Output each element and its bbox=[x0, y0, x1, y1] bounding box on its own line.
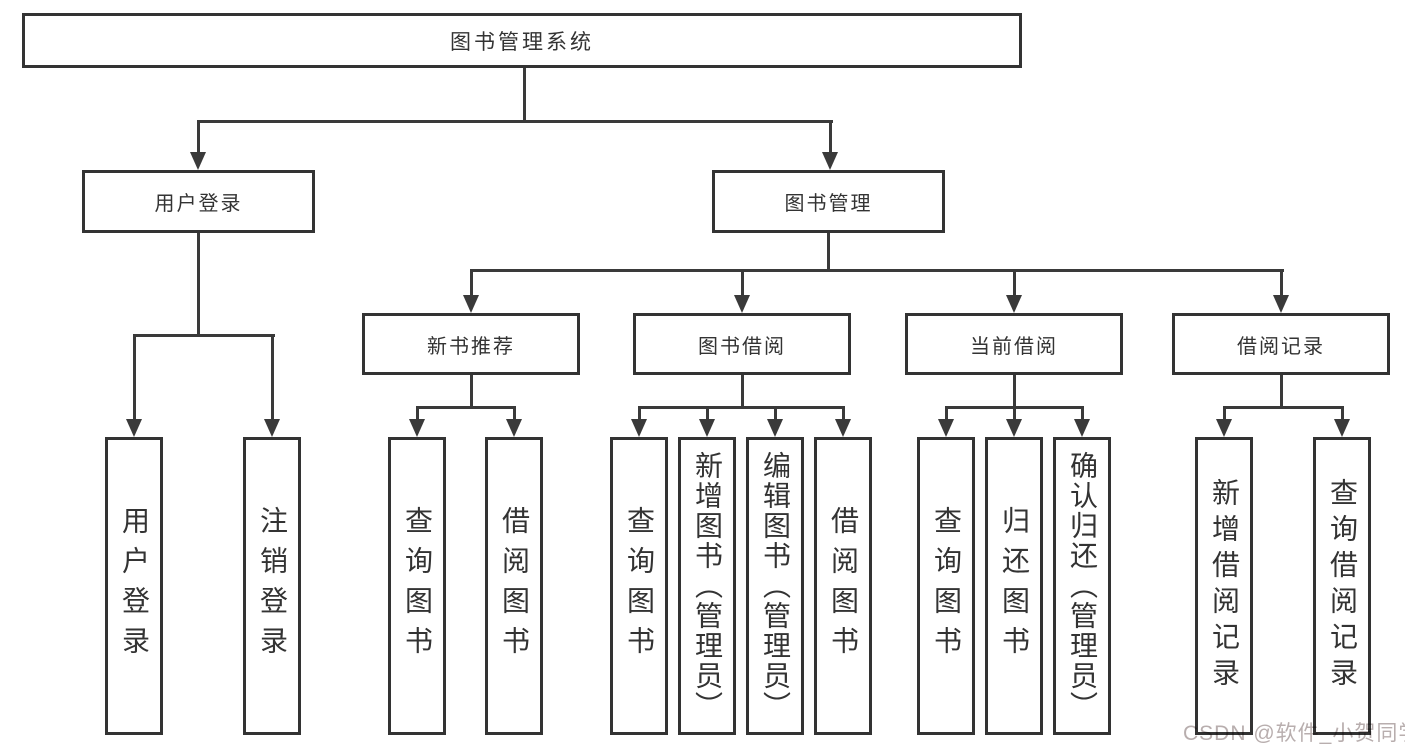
connector-line bbox=[706, 406, 709, 422]
connector-line bbox=[842, 406, 845, 422]
arrow-down-icon bbox=[190, 152, 206, 170]
node-label: 查询图书 bbox=[931, 506, 962, 666]
node-label: 借阅图书 bbox=[499, 506, 530, 666]
node-label: 归还图书 bbox=[999, 506, 1030, 666]
leaf-borrow-books-recommend: 借阅图书 bbox=[485, 437, 543, 735]
leaf-edit-books-admin: 编辑图书（管理员） bbox=[746, 437, 804, 735]
connector-line bbox=[1280, 269, 1283, 298]
connector-line bbox=[1223, 406, 1344, 409]
connector-line bbox=[197, 120, 200, 154]
arrow-down-icon bbox=[1074, 419, 1090, 437]
leaf-query-books-recommend: 查询图书 bbox=[388, 437, 446, 735]
leaf-borrow-books: 借阅图书 bbox=[814, 437, 872, 735]
node-root: 图书管理系统 bbox=[22, 13, 1022, 68]
node-label: 当前借阅 bbox=[970, 335, 1058, 358]
node-label: 注销登录 bbox=[257, 506, 288, 666]
connector-line bbox=[741, 375, 744, 409]
node-current-borrowing: 当前借阅 bbox=[905, 313, 1123, 375]
node-label: 图书管理系统 bbox=[450, 30, 594, 54]
node-label: 图书借阅 bbox=[698, 335, 786, 358]
arrow-down-icon bbox=[822, 152, 838, 170]
connector-line bbox=[1280, 375, 1283, 409]
leaf-query-books-current: 查询图书 bbox=[917, 437, 975, 735]
node-label: 查询图书 bbox=[402, 506, 433, 666]
connector-line bbox=[945, 406, 948, 422]
arrow-down-icon bbox=[463, 295, 479, 313]
connector-line bbox=[1341, 406, 1344, 422]
arrow-down-icon bbox=[1216, 419, 1232, 437]
node-book-borrowing: 图书借阅 bbox=[633, 313, 851, 375]
arrow-down-icon bbox=[264, 419, 280, 437]
connector-line bbox=[1223, 406, 1226, 422]
arrow-down-icon bbox=[1334, 419, 1350, 437]
node-label: 查询图书 bbox=[624, 506, 655, 666]
connector-line bbox=[271, 334, 274, 422]
node-label: 新增图书（管理员） bbox=[692, 451, 723, 721]
arrow-down-icon bbox=[1006, 295, 1022, 313]
connector-line bbox=[829, 120, 832, 154]
leaf-query-borrow-record: 查询借阅记录 bbox=[1313, 437, 1371, 735]
leaf-user-login: 用户登录 bbox=[105, 437, 163, 735]
connector-line bbox=[1013, 375, 1016, 409]
node-label: 新书推荐 bbox=[427, 335, 515, 358]
node-book-management: 图书管理 bbox=[712, 170, 945, 233]
leaf-add-books-admin: 新增图书（管理员） bbox=[678, 437, 736, 735]
arrow-down-icon bbox=[506, 419, 522, 437]
connector-line bbox=[1013, 269, 1016, 298]
node-label: 编辑图书（管理员） bbox=[760, 451, 791, 721]
leaf-add-borrow-record: 新增借阅记录 bbox=[1195, 437, 1253, 735]
connector-line bbox=[513, 406, 516, 422]
connector-line bbox=[638, 406, 845, 409]
arrow-down-icon bbox=[767, 419, 783, 437]
node-user-login: 用户登录 bbox=[82, 170, 315, 233]
connector-line bbox=[133, 334, 275, 337]
arrow-down-icon bbox=[835, 419, 851, 437]
arrow-down-icon bbox=[938, 419, 954, 437]
arrow-down-icon bbox=[631, 419, 647, 437]
connector-line bbox=[523, 68, 526, 123]
node-label: 借阅记录 bbox=[1237, 335, 1325, 358]
connector-line bbox=[416, 406, 419, 422]
connector-line bbox=[470, 375, 473, 409]
arrow-down-icon bbox=[1273, 295, 1289, 313]
arrow-down-icon bbox=[1006, 419, 1022, 437]
node-borrowing-records: 借阅记录 bbox=[1172, 313, 1390, 375]
connector-line bbox=[1081, 406, 1084, 422]
node-label: 新增借阅记录 bbox=[1209, 478, 1240, 694]
csdn-watermark: CSDN @软件_小贺同学 bbox=[1183, 722, 1405, 745]
node-label: 查询借阅记录 bbox=[1327, 478, 1358, 694]
arrow-down-icon bbox=[409, 419, 425, 437]
connector-line bbox=[638, 406, 641, 422]
node-label: 借阅图书 bbox=[828, 506, 859, 666]
connector-line bbox=[197, 233, 200, 337]
connector-line bbox=[827, 233, 830, 272]
node-label: 确认归还（管理员） bbox=[1067, 451, 1098, 721]
connector-line bbox=[416, 406, 516, 409]
connector-line bbox=[470, 269, 1284, 272]
leaf-confirm-return-admin: 确认归还（管理员） bbox=[1053, 437, 1111, 735]
connector-line bbox=[133, 334, 136, 422]
arrow-down-icon bbox=[126, 419, 142, 437]
arrow-down-icon bbox=[734, 295, 750, 313]
connector-line bbox=[470, 269, 473, 298]
arrow-down-icon bbox=[699, 419, 715, 437]
node-new-book-recommend: 新书推荐 bbox=[362, 313, 580, 375]
connector-line bbox=[1013, 406, 1016, 422]
leaf-return-books: 归还图书 bbox=[985, 437, 1043, 735]
connector-line bbox=[741, 269, 744, 298]
leaf-query-books-borrowing: 查询图书 bbox=[610, 437, 668, 735]
node-label: 用户登录 bbox=[154, 193, 243, 215]
connector-line bbox=[774, 406, 777, 422]
connector-line bbox=[197, 120, 833, 123]
node-label: 图书管理 bbox=[784, 193, 873, 215]
node-label: 用户登录 bbox=[119, 506, 150, 666]
leaf-logout: 注销登录 bbox=[243, 437, 301, 735]
